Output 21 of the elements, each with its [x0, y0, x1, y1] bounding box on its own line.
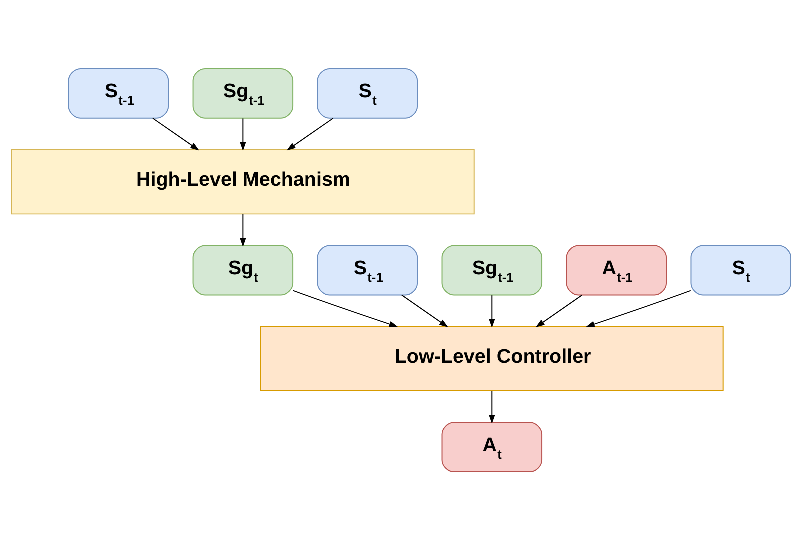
arrow	[402, 294, 448, 328]
arrow	[536, 294, 583, 328]
arrow	[286, 118, 334, 150]
node-box: S$_{t}$	[690, 244, 792, 296]
arrow	[292, 290, 398, 327]
arrow	[586, 290, 692, 327]
arrow	[240, 118, 246, 151]
node-box: A$_{t-1}$	[566, 244, 668, 296]
node-box: Sg$_{t-1}$	[192, 68, 294, 118]
node-box: Sg$_{t}$	[192, 244, 294, 296]
node-box: S$_{t}$	[317, 68, 418, 118]
node-box: S$_{t-1}$	[317, 244, 418, 296]
node-box: Sg$_{t-1}$	[442, 244, 543, 296]
arrow	[489, 390, 496, 424]
node-box: A$_{t}$	[442, 422, 543, 472]
node-box: Low-Level Controller	[260, 326, 724, 392]
node-box: High-Level Mechanism	[12, 148, 475, 214]
node-box: S$_{t-1}$	[68, 68, 170, 118]
arrow	[240, 213, 246, 247]
arrow	[489, 294, 496, 328]
arrow	[152, 118, 200, 150]
